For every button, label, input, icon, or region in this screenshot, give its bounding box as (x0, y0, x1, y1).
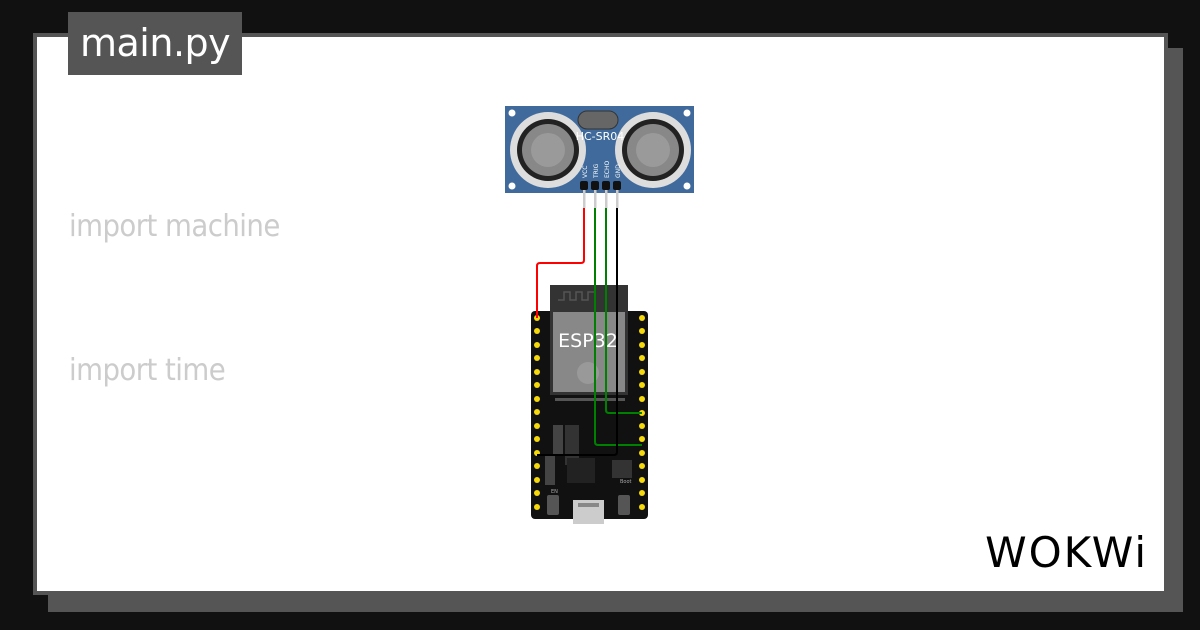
code-line: import machine (69, 209, 280, 244)
wokwi-logo: WOKWi (985, 528, 1148, 577)
code-card: import machine import time # Define els … (33, 33, 1168, 595)
code-line: import time (69, 353, 226, 388)
file-tab[interactable]: main.py (68, 12, 243, 75)
code-editor: import machine import time # Define els … (69, 107, 1024, 591)
code-line (69, 491, 1024, 539)
